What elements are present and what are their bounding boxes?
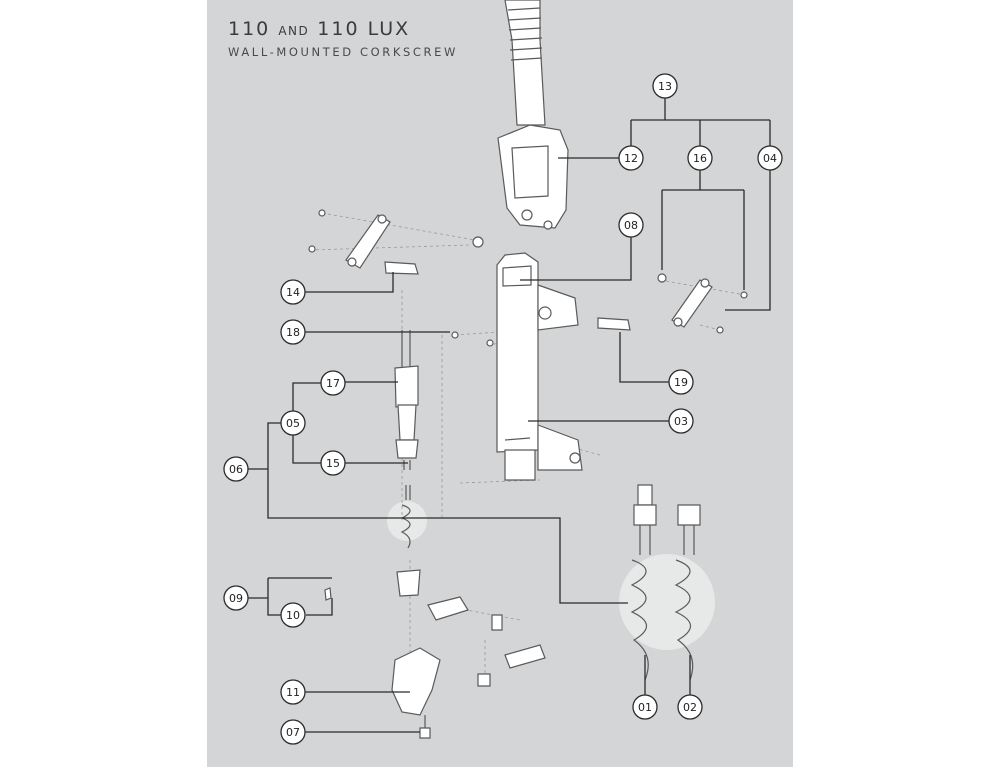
svg-text:07: 07: [286, 726, 300, 739]
callout-14: 14: [280, 279, 306, 305]
leader-lines: [248, 98, 771, 733]
callout-19: 19: [668, 369, 694, 395]
svg-text:11: 11: [286, 686, 300, 699]
carriage-part: [394, 330, 419, 470]
callout-09: 09: [223, 585, 249, 611]
callout-16: 16: [687, 145, 713, 171]
callout-06: 06: [223, 456, 249, 482]
callout-01: 01: [632, 694, 658, 720]
svg-text:09: 09: [229, 592, 243, 605]
svg-text:03: 03: [674, 415, 688, 428]
callout-12: 12: [618, 145, 644, 171]
body-part: [496, 252, 583, 481]
lower-parts: [324, 569, 546, 739]
svg-text:18: 18: [286, 326, 300, 339]
callout-17: 17: [320, 370, 346, 396]
title-lux: 110 LUX: [317, 18, 411, 40]
svg-text:13: 13: [658, 80, 672, 93]
page-title: 110 AND 110 LUX: [228, 18, 410, 40]
title-and: AND: [278, 24, 310, 38]
svg-text:12: 12: [624, 152, 638, 165]
levers: [308, 209, 748, 347]
svg-text:10: 10: [286, 609, 300, 622]
small-worm: [400, 485, 411, 549]
callout-07: 07: [280, 719, 306, 745]
title-model: 110: [228, 18, 271, 40]
svg-text:15: 15: [326, 457, 340, 470]
page-subtitle: WALL-MOUNTED CORKSCREW: [228, 45, 458, 59]
svg-text:19: 19: [674, 376, 688, 389]
svg-text:16: 16: [693, 152, 707, 165]
callout-02: 02: [677, 694, 703, 720]
callout-13: 13: [652, 73, 678, 99]
svg-text:08: 08: [624, 219, 638, 232]
callout-10: 10: [280, 602, 306, 628]
svg-text:01: 01: [638, 701, 652, 714]
callout-15: 15: [320, 450, 346, 476]
svg-text:06: 06: [229, 463, 243, 476]
svg-text:05: 05: [286, 417, 300, 430]
highlight-worm-large: [619, 554, 715, 650]
callout-11: 11: [280, 679, 306, 705]
callout-05: 05: [280, 410, 306, 436]
worm-01: [630, 484, 657, 681]
callout-03: 03: [668, 408, 694, 434]
callout-18: 18: [280, 319, 306, 345]
svg-text:17: 17: [326, 377, 340, 390]
handle-part: [497, 0, 569, 230]
callout-08: 08: [618, 212, 644, 238]
callout-04: 04: [757, 145, 783, 171]
svg-text:04: 04: [763, 152, 777, 165]
svg-text:14: 14: [286, 286, 300, 299]
svg-text:02: 02: [683, 701, 697, 714]
worm-02: [674, 504, 701, 681]
